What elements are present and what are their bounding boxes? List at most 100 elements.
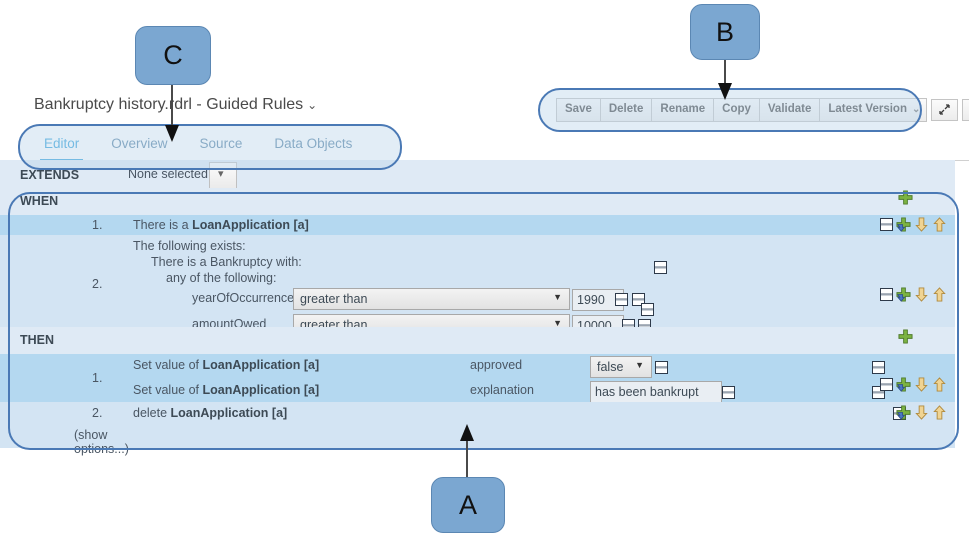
expand-button[interactable] — [931, 99, 959, 121]
then-section-label: THEN — [0, 327, 955, 354]
minus-square-icon[interactable] — [655, 361, 668, 374]
action-text-bold: LoanApplication [a] — [202, 358, 320, 372]
when-row-2[interactable]: 2. The following exists: There is a Bank… — [0, 235, 955, 337]
row-number: 2. — [92, 406, 103, 420]
insert-row-icon — [896, 217, 911, 232]
approved-select[interactable]: false — [590, 356, 652, 378]
copy-button[interactable]: Copy — [713, 98, 759, 122]
value-input-year[interactable] — [572, 289, 624, 311]
action-text-bold: LoanApplication [a] — [202, 383, 320, 397]
insert-row-icon — [896, 405, 911, 420]
action-text-plain: Set value of — [133, 358, 203, 372]
move-up-arrow-icon — [933, 377, 946, 392]
extends-value: None selected — [128, 167, 208, 181]
row-actions — [880, 377, 947, 392]
chevron-down-icon: ▾ — [218, 168, 224, 180]
move-down-arrow-icon — [915, 217, 928, 232]
add-plus-icon — [898, 329, 913, 344]
approved-select-wrap: false ▼ — [590, 356, 652, 378]
tab-overview[interactable]: Overview — [111, 136, 168, 151]
move-up-arrow-icon — [933, 217, 946, 232]
tab-list: Editor Overview Source Data Objects — [28, 128, 368, 162]
bankruptcy-line: There is a Bankruptcy with: — [151, 255, 302, 269]
row-text-plain: delete — [133, 406, 171, 420]
rule-editor-panel: EXTENDS None selected ▾ WHEN 1. There is… — [0, 160, 955, 456]
version-dropdown-button[interactable]: Latest Version ⌄ — [819, 98, 928, 122]
row-text: There is a LoanApplication [a] — [133, 218, 309, 232]
action-field-label-explanation: explanation — [470, 383, 534, 397]
minus-square-icon[interactable] — [654, 261, 667, 274]
close-button[interactable] — [962, 99, 969, 121]
action-text-2: Set value of LoanApplication [a] — [133, 383, 319, 397]
exists-line: The following exists: — [133, 239, 246, 253]
move-down-arrow-icon — [915, 287, 928, 302]
save-button[interactable]: Save — [556, 98, 600, 122]
operator-select-wrap-1: greater than ▼ — [293, 288, 570, 310]
minus-square-icon[interactable] — [880, 378, 893, 391]
row-number: 1. — [92, 218, 103, 232]
chevron-down-icon: ⌄ — [911, 104, 921, 115]
row-actions — [896, 405, 947, 420]
insert-row-icon — [896, 287, 911, 302]
action-text-plain: Set value of — [133, 383, 203, 397]
delete-button[interactable]: Delete — [599, 98, 652, 122]
extends-label: EXTENDS — [20, 168, 80, 182]
callout-badge-a: A — [431, 477, 505, 533]
page-title-text: Bankruptcy history.rdrl - Guided Rules — [34, 96, 304, 113]
minus-square-icon[interactable] — [641, 303, 654, 316]
insert-row-icon — [896, 377, 911, 392]
move-up-arrow-icon — [933, 287, 946, 302]
callout-arrow-b — [718, 56, 732, 100]
tab-data-objects[interactable]: Data Objects — [274, 136, 353, 151]
constraint-field-label: yearOfOccurrence — [192, 291, 295, 305]
any-of-line: any of the following: — [166, 271, 277, 285]
tab-bar: Editor Overview Source Data Objects — [0, 128, 969, 162]
row-number: 1. — [92, 371, 103, 385]
then-row-2[interactable]: 2. delete LoanApplication [a] — [0, 402, 955, 424]
when-row-1[interactable]: 1. There is a LoanApplication [a] — [0, 215, 955, 235]
page-title[interactable]: Bankruptcy history.rdrl - Guided Rules⌄ — [34, 96, 317, 114]
row-actions — [880, 287, 947, 302]
validate-button[interactable]: Validate — [758, 98, 820, 122]
expand-icon — [939, 104, 951, 115]
toolbar-button-group: Save Delete Rename Copy Validate Latest … — [556, 98, 928, 122]
tab-editor[interactable]: Editor — [28, 128, 95, 162]
minus-square-icon[interactable] — [872, 361, 885, 374]
chevron-down-icon[interactable]: ⌄ — [307, 98, 318, 112]
minus-square-icon[interactable] — [880, 288, 893, 301]
action-text-1: Set value of LoanApplication [a] — [133, 358, 319, 372]
row-text-bold: LoanApplication [a] — [192, 218, 309, 232]
then-label-text: THEN — [20, 333, 55, 347]
add-plus-icon — [898, 190, 913, 205]
callout-badge-c: C — [135, 26, 211, 85]
when-label-text: WHEN — [20, 194, 59, 208]
callout-badge-b: B — [690, 4, 760, 60]
tab-source[interactable]: Source — [199, 136, 243, 151]
version-label: Latest Version — [828, 103, 907, 115]
then-row-1[interactable]: 1. Set value of LoanApplication [a] appr… — [0, 354, 955, 403]
minus-square-icon[interactable] — [632, 293, 645, 306]
row-actions — [880, 217, 947, 232]
editor-toolbar: Save Delete Rename Copy Validate Latest … — [556, 98, 969, 122]
show-options-row: (show options...) — [0, 424, 955, 458]
explanation-input[interactable] — [590, 381, 722, 403]
move-down-arrow-icon — [915, 405, 928, 420]
row-number: 2. — [92, 277, 103, 291]
action-field-label-approved: approved — [470, 358, 523, 372]
rename-button[interactable]: Rename — [651, 98, 714, 122]
add-condition-button[interactable] — [898, 190, 913, 205]
row-text: delete LoanApplication [a] — [133, 406, 287, 420]
move-up-arrow-icon — [933, 405, 946, 420]
row-text-bold: LoanApplication [a] — [170, 406, 288, 420]
move-down-arrow-icon — [915, 377, 928, 392]
add-action-button[interactable] — [898, 329, 913, 344]
row-text-plain: There is a — [133, 218, 193, 232]
minus-square-icon[interactable] — [880, 218, 893, 231]
show-options-link[interactable]: (show options...) — [74, 428, 129, 456]
minus-square-icon[interactable] — [722, 386, 735, 399]
extends-row: EXTENDS None selected ▾ — [0, 160, 955, 190]
minus-square-icon[interactable] — [615, 293, 628, 306]
extends-dropdown-button[interactable]: ▾ — [209, 162, 237, 190]
operator-select-year[interactable]: greater than — [293, 288, 570, 310]
when-section-label: WHEN — [0, 188, 955, 215]
